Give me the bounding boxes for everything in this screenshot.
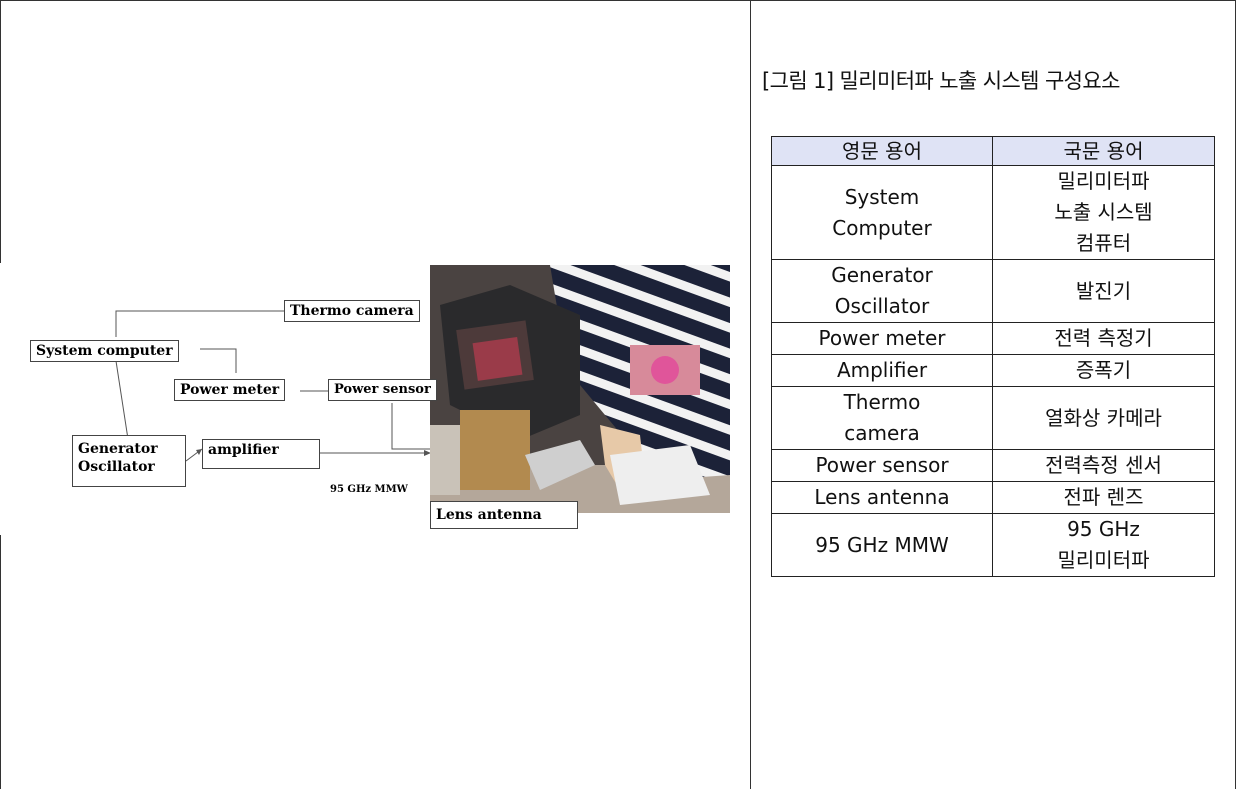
table-row: System Computer 밀리미터파 노출 시스템 컴퓨터 [771,165,1215,260]
frame-divider [750,0,751,789]
thermo-camera-box: Thermo camera [284,300,420,322]
korean-term-cell: 열화상 카메라 [992,386,1215,450]
english-term-cell: Lens antenna [771,481,993,514]
power-meter-box: Power meter [174,379,286,401]
connector-computer-generator [115,360,129,440]
cell-line: 노출 시스템 [1054,200,1153,224]
korean-term-cell: 전력 측정기 [992,322,1215,355]
english-term-cell: Power sensor [771,449,993,482]
connector-computer-camera [115,310,284,337]
frame-top-border [0,0,1236,1]
mmw-label: 95 GHz MMW [330,484,408,495]
table-row: Power meter 전력 측정기 [771,322,1215,355]
system-figure: Thermo camera System computer Power mete… [0,263,732,535]
korean-term-cell: 전력측정 센서 [992,449,1215,482]
cell-line: 컴퓨터 [1075,231,1132,255]
english-term-cell: 95 GHz MMW [771,513,993,577]
cell-line: System [844,184,920,209]
table-row: Lens antenna 전파 렌즈 [771,481,1215,514]
figure-caption: [그림 1] 밀리미터파 노출 시스템 구성요소 [762,69,1120,93]
english-term-cell: Amplifier [771,354,993,387]
photo-illustration [430,265,730,513]
system-computer-box: System computer [30,340,179,362]
table-row: Thermo camera 열화상 카메라 [771,386,1215,450]
cell-line: Generator [831,263,933,287]
english-term-cell: Generator Oscillator [771,259,993,323]
english-term-cell: Power meter [771,322,993,355]
header-korean-term: 국문 용어 [992,136,1215,166]
cell-line: Computer [832,215,932,240]
korean-term-cell: 밀리미터파 노출 시스템 컴퓨터 [992,165,1215,260]
connector-computer-meter [200,348,237,373]
header-english-term: 영문 용어 [771,136,993,166]
cell-line: Oscillator [834,294,930,318]
english-term-cell: Thermo camera [771,386,993,450]
table-row: Power sensor 전력측정 센서 [771,449,1215,482]
korean-term-cell: 증폭기 [992,354,1215,387]
connector-sensor-antenna [391,403,430,450]
cell-line: 밀리미터파 [1057,169,1150,193]
cell-line: 밀리미터파 [1057,548,1150,572]
table-row: Amplifier 증폭기 [771,354,1215,387]
table-header-row: 영문 용어 국문 용어 [771,136,1215,166]
korean-term-cell: 발진기 [992,259,1215,323]
diagram-connectors [115,310,431,462]
cell-line: camera [844,421,920,445]
amplifier-box: amplifier [202,439,320,469]
cell-line: 95 GHz [1067,517,1140,541]
oscillator-label: Oscillator [78,459,155,475]
experiment-photo [430,265,730,513]
table-row: Generator Oscillator 발진기 [771,259,1215,323]
korean-term-cell: 전파 렌즈 [992,481,1215,514]
generator-oscillator-box: Generator Oscillator [72,435,186,487]
table-row: 95 GHz MMW 95 GHz 밀리미터파 [771,513,1215,577]
cell-line: Thermo [843,390,921,414]
generator-label: Generator [78,441,158,457]
lens-antenna-box: Lens antenna [430,501,578,529]
power-sensor-box: Power sensor [328,379,437,401]
terms-table: 영문 용어 국문 용어 System Computer 밀리미터파 노출 시스템… [771,136,1215,577]
english-term-cell: System Computer [771,165,993,260]
korean-term-cell: 95 GHz 밀리미터파 [992,513,1215,577]
